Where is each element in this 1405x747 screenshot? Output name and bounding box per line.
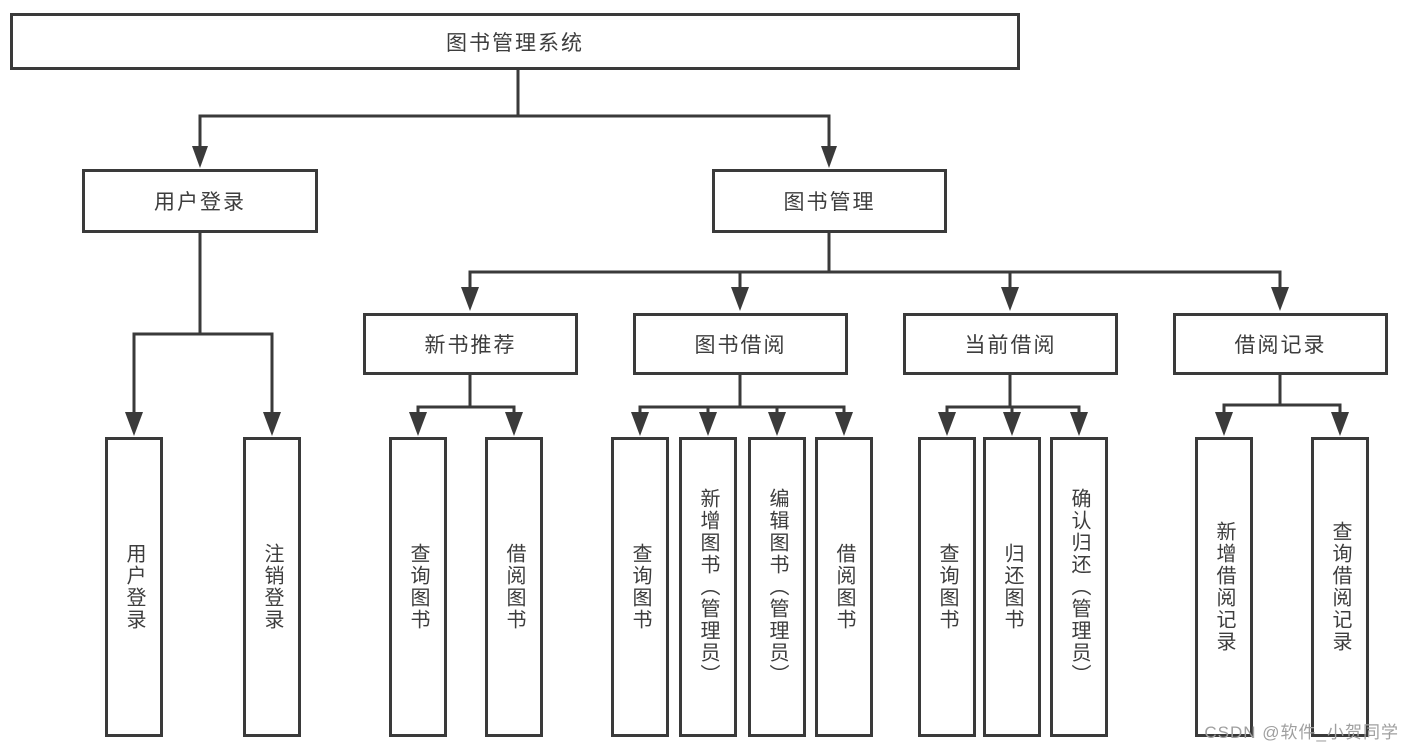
node-label: 用户登录 [154, 191, 246, 214]
leaf-label: 查询图书 [407, 543, 429, 631]
leaf-add-book-admin: 新增图书（管理员） [679, 437, 737, 737]
leaf-borrow-book: 借阅图书 [815, 437, 873, 737]
leaf-borrow-book-recommend: 借阅图书 [485, 437, 543, 737]
node-label: 图书管理 [783, 191, 876, 214]
leaf-add-borrow-record: 新增借阅记录 [1195, 437, 1253, 737]
node-label: 图书借阅 [694, 334, 787, 357]
node-library-system: 图书管理系统 [10, 13, 1020, 70]
leaf-query-book-recommend: 查询图书 [389, 437, 447, 737]
node-borrowing-records: 借阅记录 [1173, 313, 1388, 375]
leaf-label: 新增借阅记录 [1213, 521, 1235, 653]
leaf-return-book: 归还图书 [983, 437, 1041, 737]
leaf-label: 借阅图书 [503, 543, 525, 631]
leaf-label: 新增图书（管理员） [697, 488, 719, 686]
csdn-watermark: CSDN @软件_小贺同学 [1204, 723, 1399, 742]
node-book-borrowing: 图书借阅 [633, 313, 848, 375]
leaf-label: 查询借阅记录 [1329, 521, 1351, 653]
leaf-query-book-borrowing: 查询图书 [611, 437, 669, 737]
leaf-edit-book-admin: 编辑图书（管理员） [748, 437, 806, 737]
leaf-label: 注销登录 [261, 543, 283, 631]
node-book-management: 图书管理 [712, 169, 947, 233]
leaf-user-login: 用户登录 [105, 437, 163, 737]
leaf-label: 编辑图书（管理员） [766, 488, 788, 686]
leaf-label: 查询图书 [936, 543, 958, 631]
leaf-label: 查询图书 [629, 543, 651, 631]
node-label: 新书推荐 [424, 334, 517, 357]
node-new-book-recommend: 新书推荐 [363, 313, 578, 375]
leaf-query-book-current: 查询图书 [918, 437, 976, 737]
leaf-logout: 注销登录 [243, 437, 301, 737]
node-label: 当前借阅 [964, 334, 1057, 357]
leaf-query-borrow-record: 查询借阅记录 [1311, 437, 1369, 737]
node-current-borrowing: 当前借阅 [903, 313, 1118, 375]
leaf-label: 归还图书 [1001, 543, 1023, 631]
leaf-label: 确认归还（管理员） [1068, 488, 1090, 686]
leaf-confirm-return-admin: 确认归还（管理员） [1050, 437, 1108, 737]
node-label: 图书管理系统 [446, 31, 584, 55]
node-user-login: 用户登录 [82, 169, 318, 233]
leaf-label: 用户登录 [123, 543, 145, 631]
leaf-label: 借阅图书 [833, 543, 855, 631]
node-label: 借阅记录 [1234, 334, 1327, 357]
